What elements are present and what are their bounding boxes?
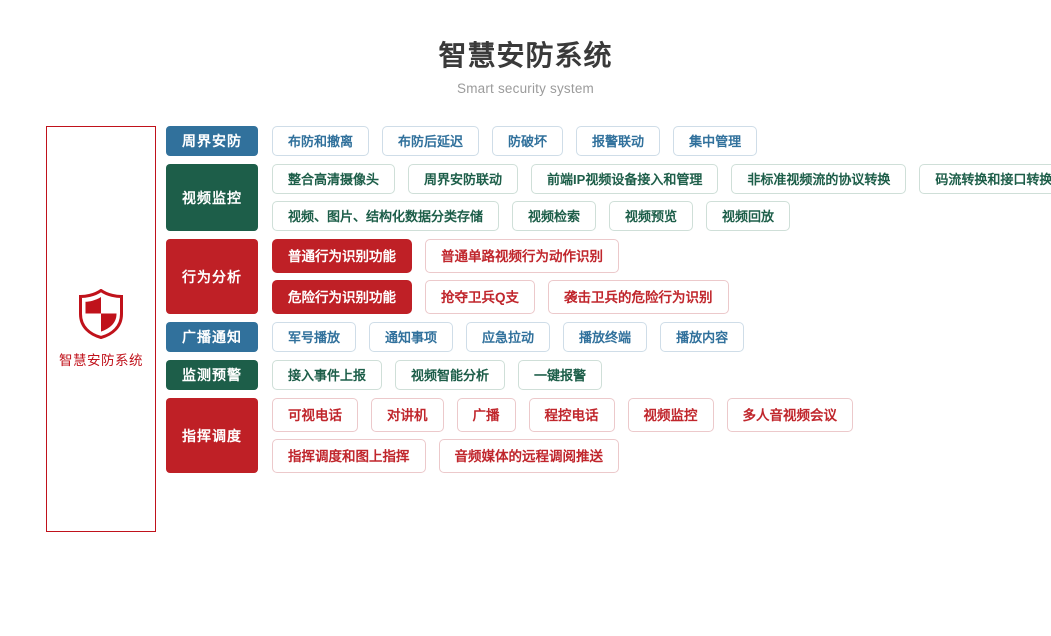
item-row: 布防和撤离布防后延迟防破坏报警联动集中管理 (272, 126, 1051, 156)
page-subtitle: Smart security system (457, 81, 594, 96)
brand-label: 智慧安防系统 (59, 353, 143, 368)
feature-item[interactable]: 一键报警 (518, 360, 603, 390)
feature-item[interactable]: 军号播放 (272, 322, 357, 352)
feature-item[interactable]: 对讲机 (371, 398, 444, 432)
feature-item[interactable]: 布防和撤离 (272, 126, 370, 156)
feature-item[interactable]: 布防后延迟 (382, 126, 480, 156)
category-group: 指挥调度可视电话对讲机广播程控电话视频监控多人音视频会议指挥调度和图上指挥音频媒… (166, 398, 1051, 473)
feature-item[interactable]: 防破坏 (492, 126, 564, 156)
category-label[interactable]: 视频监控 (166, 164, 258, 231)
architecture-diagram: 智慧安防系统 周界安防布防和撤离布防后延迟防破坏报警联动集中管理视频监控整合高清… (0, 126, 1051, 532)
feature-item[interactable]: 指挥调度和图上指挥 (272, 439, 426, 473)
category-rows: 可视电话对讲机广播程控电话视频监控多人音视频会议指挥调度和图上指挥音频媒体的远程… (272, 398, 1051, 473)
category-group: 广播通知军号播放通知事项应急拉动播放终端播放内容 (166, 322, 1051, 352)
feature-item[interactable]: 危险行为识别功能 (272, 280, 412, 314)
feature-item[interactable]: 整合高清摄像头 (272, 164, 396, 194)
feature-item[interactable]: 应急拉动 (466, 322, 551, 352)
feature-item[interactable]: 通知事项 (369, 322, 454, 352)
feature-item[interactable]: 集中管理 (673, 126, 758, 156)
feature-item[interactable]: 广播 (456, 398, 516, 432)
feature-item[interactable]: 播放终端 (563, 322, 648, 352)
category-label[interactable]: 行为分析 (166, 239, 258, 314)
item-row: 指挥调度和图上指挥音频媒体的远程调阅推送 (272, 439, 1051, 473)
item-row: 视频、图片、结构化数据分类存储视频检索视频预览视频回放 (272, 201, 1051, 231)
shield-icon (78, 289, 124, 339)
feature-item[interactable]: 非标准视频流的协议转换 (731, 164, 907, 194)
item-row: 整合高清摄像头周界安防联动前端IP视频设备接入和管理非标准视频流的协议转换码流转… (272, 164, 1051, 194)
feature-item[interactable]: 周界安防联动 (408, 164, 519, 194)
feature-item[interactable]: 视频预览 (609, 201, 694, 231)
category-rows: 普通行为识别功能普通单路视频行为动作识别危险行为识别功能抢夺卫兵Q支袭击卫兵的危… (272, 239, 1051, 314)
feature-item[interactable]: 视频监控 (627, 398, 714, 432)
category-group: 视频监控整合高清摄像头周界安防联动前端IP视频设备接入和管理非标准视频流的协议转… (166, 164, 1051, 231)
category-label[interactable]: 指挥调度 (166, 398, 258, 473)
feature-item[interactable]: 音频媒体的远程调阅推送 (438, 439, 619, 473)
category-group: 行为分析普通行为识别功能普通单路视频行为动作识别危险行为识别功能抢夺卫兵Q支袭击… (166, 239, 1051, 314)
item-row: 军号播放通知事项应急拉动播放终端播放内容 (272, 322, 1051, 352)
page-title: 智慧安防系统 (438, 40, 613, 71)
feature-item[interactable]: 视频回放 (706, 201, 791, 231)
category-label[interactable]: 周界安防 (166, 126, 258, 156)
category-rows: 整合高清摄像头周界安防联动前端IP视频设备接入和管理非标准视频流的协议转换码流转… (272, 164, 1051, 231)
feature-item[interactable]: 视频检索 (512, 201, 597, 231)
feature-item[interactable]: 码流转换和接口转换 (919, 164, 1051, 194)
feature-item[interactable]: 视频、图片、结构化数据分类存储 (272, 201, 500, 231)
category-group: 监测预警接入事件上报视频智能分析一键报警 (166, 360, 1051, 390)
feature-item[interactable]: 程控电话 (528, 398, 615, 432)
feature-item[interactable]: 可视电话 (272, 398, 358, 432)
feature-item[interactable]: 普通单路视频行为动作识别 (425, 239, 619, 273)
item-row: 危险行为识别功能抢夺卫兵Q支袭击卫兵的危险行为识别 (272, 280, 1051, 314)
feature-item[interactable]: 普通行为识别功能 (272, 239, 412, 273)
item-row: 可视电话对讲机广播程控电话视频监控多人音视频会议 (272, 398, 1051, 432)
feature-item[interactable]: 报警联动 (576, 126, 661, 156)
feature-item[interactable]: 袭击卫兵的危险行为识别 (548, 280, 729, 314)
item-row: 普通行为识别功能普通单路视频行为动作识别 (272, 239, 1051, 273)
category-label[interactable]: 监测预警 (166, 360, 258, 390)
category-list: 周界安防布防和撤离布防后延迟防破坏报警联动集中管理视频监控整合高清摄像头周界安防… (166, 126, 1051, 532)
feature-item[interactable]: 前端IP视频设备接入和管理 (531, 164, 719, 194)
category-rows: 接入事件上报视频智能分析一键报警 (272, 360, 1051, 390)
feature-item[interactable]: 接入事件上报 (272, 360, 383, 390)
category-rows: 布防和撤离布防后延迟防破坏报警联动集中管理 (272, 126, 1051, 156)
feature-item[interactable]: 多人音视频会议 (726, 398, 853, 432)
feature-item[interactable]: 视频智能分析 (395, 360, 506, 390)
feature-item[interactable]: 播放内容 (660, 322, 745, 352)
category-rows: 军号播放通知事项应急拉动播放终端播放内容 (272, 322, 1051, 352)
category-group: 周界安防布防和撤离布防后延迟防破坏报警联动集中管理 (166, 126, 1051, 156)
item-row: 接入事件上报视频智能分析一键报警 (272, 360, 1051, 390)
page-header: 智慧安防系统 Smart security system (0, 0, 1051, 96)
feature-item[interactable]: 抢夺卫兵Q支 (425, 280, 536, 314)
category-label[interactable]: 广播通知 (166, 322, 258, 352)
brand-panel: 智慧安防系统 (46, 126, 156, 532)
